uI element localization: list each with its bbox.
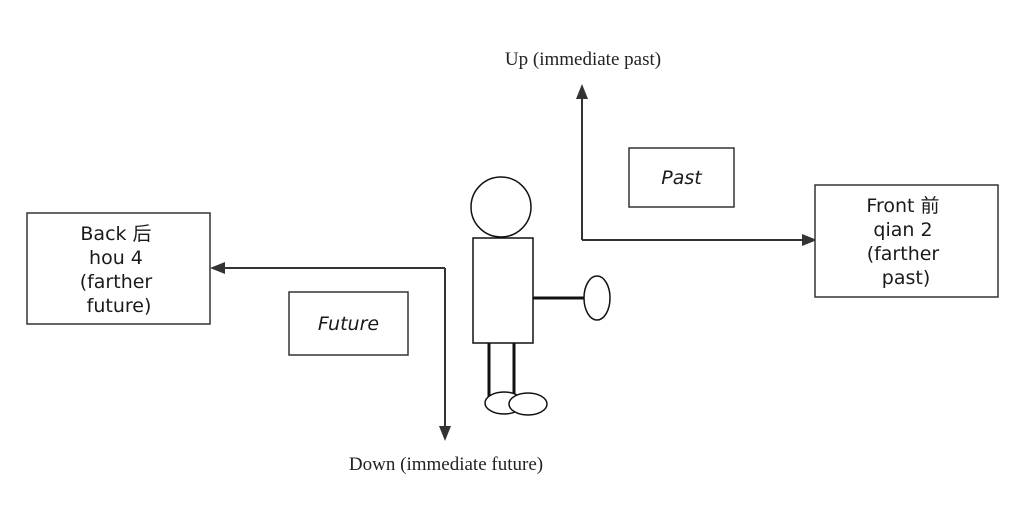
back-box-line-2: hou 4 [89,247,143,269]
back-box-line-3: (farther [80,271,153,293]
front-box-line-2: qian 2 [873,219,932,241]
torso [472,237,534,344]
up-label: Up (immediate past) [505,49,661,70]
back-arrowhead [210,262,225,274]
front-box [814,184,999,298]
person-figure [470,176,611,416]
past-box-label: Past [661,167,703,189]
back-box [26,212,211,325]
down-label: Down (immediate future) [349,454,543,475]
up-arrowhead [576,84,588,99]
past-box [628,147,735,208]
front-box-line-1: Front 前 [866,195,939,217]
hand [583,275,611,321]
back-box-line-1: Back 后 [80,223,151,245]
front-box-line-3: (farther [867,243,940,265]
back-box-line-4: future) [87,295,152,317]
future-box [288,291,409,356]
head [470,176,532,238]
front-box-label: Front 前 qian 2 (farther past) [866,195,945,289]
front-box-line-4: past) [882,267,930,289]
down-arrowhead [439,426,451,441]
front-arrowhead [802,234,817,246]
future-box-label: Future [318,313,379,335]
back-box-label: Back 后 hou 4 (farther future) [80,223,159,317]
right-foot [508,392,548,416]
